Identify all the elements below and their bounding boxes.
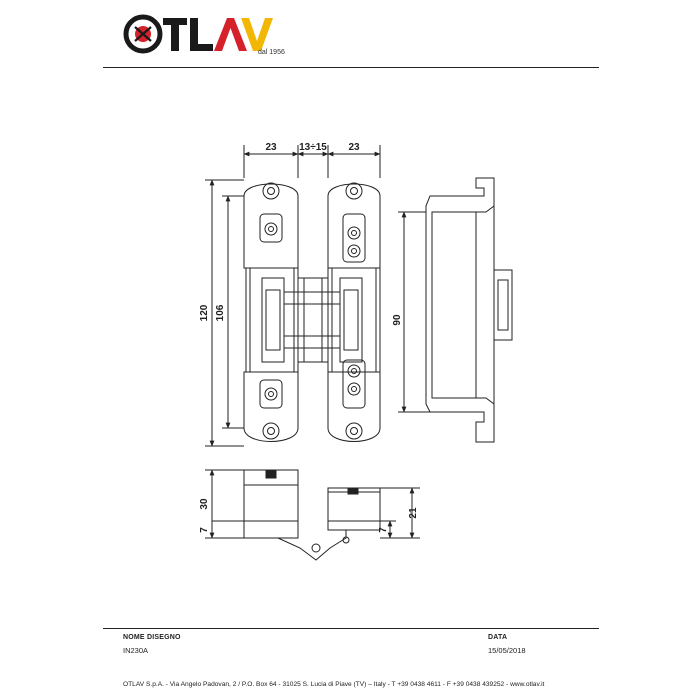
dim-30: 30: [199, 498, 210, 510]
right-hinge-leaf: [327, 182, 381, 442]
dim-7-left: 7: [199, 527, 210, 533]
dim-90: 90: [392, 314, 403, 326]
titleblock-divider: [103, 628, 599, 629]
hinge-top-view: [243, 469, 381, 561]
dim-13-15: 13÷15: [299, 142, 327, 153]
dim-7-right: 7: [378, 527, 389, 533]
dim-23-left: 23: [265, 142, 277, 153]
logo-since: dal 1956: [258, 49, 285, 56]
drawing-name-value: IN230A: [123, 646, 149, 655]
dim-23-right: 23: [348, 142, 360, 153]
left-hinge-leaf: [243, 182, 299, 442]
header-divider: [103, 67, 599, 68]
otlav-logo: dal 1956: [123, 14, 285, 56]
date-value: 15/05/2018: [488, 646, 526, 655]
hinge-side-view: [425, 177, 513, 443]
date-label: DATA: [488, 634, 508, 641]
logo-letter-l-icon: [190, 18, 213, 51]
dimension-lines: [205, 145, 430, 539]
logo-letter-v-icon: [241, 18, 273, 51]
dim-21: 21: [408, 507, 419, 519]
hinge-arms: [261, 277, 363, 363]
dim-106: 106: [215, 304, 226, 321]
logo-letter-a-icon: [214, 18, 247, 51]
logo-emblem-icon: [123, 14, 163, 54]
logo-letter-t-icon: [163, 18, 187, 51]
company-footer: OTLAV S.p.A. - Via Angelo Padovan, 2 / P…: [123, 681, 545, 688]
dim-120: 120: [199, 304, 210, 321]
drawing-name-label: NOME DISEGNO: [123, 634, 181, 641]
